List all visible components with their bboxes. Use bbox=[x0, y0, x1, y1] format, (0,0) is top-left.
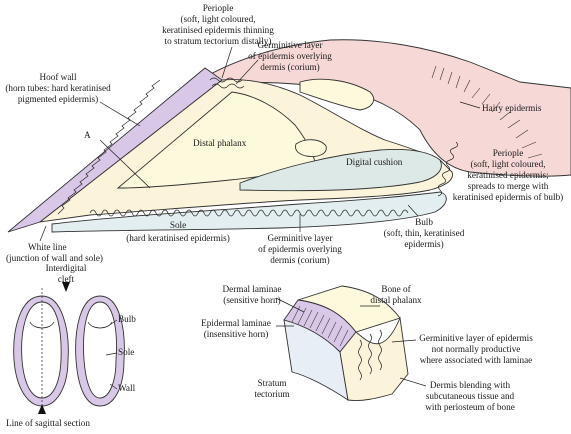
label-sole-small-line1: Sole bbox=[118, 347, 134, 357]
label-periople-right-line3: keratinised epidermis; bbox=[467, 170, 548, 180]
label-periople-top-line2: (soft, light coloured, bbox=[180, 14, 255, 24]
label-stratum-line1: Stratum bbox=[257, 378, 286, 388]
label-dermis-blending-line3: with periosteum of bone bbox=[425, 402, 515, 412]
label-dermis-blending: Dermis blending with subcutaneous tissue… bbox=[400, 378, 515, 412]
label-bulb-line3: epidermis) bbox=[404, 239, 443, 249]
label-germ-top-line2: of epidermis overlying bbox=[248, 51, 332, 61]
label-hoof-wall: Hoof wall (horn tubes: hard keratinised … bbox=[5, 72, 140, 126]
label-germ-bottom-line2: of epidermis overlying bbox=[258, 244, 342, 254]
label-stratum: Stratum tectorium bbox=[254, 378, 289, 399]
label-interdigital-line2: cleft bbox=[58, 274, 75, 284]
label-periople-right-line5: keratinised epidermis of bulb) bbox=[453, 192, 563, 202]
label-bulb-line2: (soft, thin, keratinised bbox=[384, 228, 465, 238]
label-periople-top-line4: to stratum tectorium distally) bbox=[165, 36, 272, 46]
label-germ-top-line3: dermis (corium) bbox=[260, 62, 319, 72]
label-dermal-laminae-line1: Dermal laminae bbox=[223, 284, 282, 294]
label-interdigital-line1: Interdigital bbox=[46, 263, 87, 273]
label-germ-top-line1: Germinitive layer bbox=[257, 40, 322, 50]
label-hoof-wall-line2: (horn tubes: hard keratinised bbox=[5, 83, 111, 93]
label-periople-top-line3: keratinised epidermis thinning bbox=[162, 25, 274, 35]
label-digital-cushion: Digital cushion bbox=[346, 157, 403, 167]
sole-view bbox=[14, 282, 125, 414]
label-epidermal-laminae-line1: Epidermal laminae bbox=[201, 318, 271, 328]
label-stratum-line2: tectorium bbox=[254, 389, 289, 399]
label-dermal-laminae: Dermal laminae (sensitive horn) bbox=[223, 284, 304, 312]
label-dermal-laminae-line2: (sensitive horn) bbox=[223, 295, 280, 305]
label-periople-right-line1: Periople bbox=[493, 148, 524, 158]
label-distal-phalanx: Distal phalanx bbox=[193, 138, 247, 148]
label-periople-right-line4: spreads to merge with bbox=[468, 181, 549, 191]
label-epidermal-laminae: Epidermal laminae (insensitive horn) bbox=[201, 318, 294, 339]
label-white-line-line1: White line bbox=[28, 242, 67, 252]
left-hoof-sole bbox=[22, 302, 62, 398]
label-periople-top-line1: Periople bbox=[203, 3, 234, 13]
label-periople-right-line2: (soft, light coloured, bbox=[470, 159, 545, 169]
label-interdigital: Interdigital cleft bbox=[46, 263, 87, 284]
label-hoof-wall-line3: pigmented epidermis) bbox=[18, 94, 98, 104]
label-dermis-blending-line1: Dermis blending with bbox=[430, 380, 511, 390]
label-a-marker: A bbox=[84, 130, 91, 140]
label-bulb-line1: Bulb bbox=[415, 217, 433, 227]
label-dermis-blending-line2: subcutaneous tissue and bbox=[426, 391, 515, 401]
right-hoof-sole bbox=[84, 302, 117, 398]
label-epidermal-laminae-line2: (insensitive horn) bbox=[204, 329, 269, 339]
label-bone-distal-line2: distal phalanx bbox=[370, 295, 422, 305]
label-hairy-line1: Hairy epidermis bbox=[482, 103, 542, 113]
label-bulb-small-line1: Bulb bbox=[118, 314, 136, 324]
label-sagittal: Line of sagittal section bbox=[6, 418, 90, 428]
label-white-line-line2: (junction of wall and sole) bbox=[6, 253, 103, 263]
label-sole-line1: Sole bbox=[170, 220, 186, 230]
label-bone-distal-line1: Bone of bbox=[381, 284, 411, 294]
label-germ-bottom-line1: Germinitive layer bbox=[267, 233, 332, 243]
label-hoof-wall-line1: Hoof wall bbox=[40, 72, 77, 82]
label-germ-laminae-line3: where associated with laminae bbox=[420, 355, 533, 365]
label-germ-bottom-line3: dermis (corium) bbox=[270, 255, 329, 265]
label-germ-laminae: Germinitive layer of epidermis not norma… bbox=[392, 333, 533, 365]
label-sole-line2: (hard keratinised epidermis) bbox=[126, 233, 230, 243]
label-wall-small-line1: Wall bbox=[118, 383, 136, 393]
label-germ-laminae-line1: Germinitive layer of epidermis bbox=[419, 333, 533, 343]
navicular-bone bbox=[295, 140, 326, 157]
label-germ-laminae-line2: not normally productive bbox=[432, 344, 521, 354]
